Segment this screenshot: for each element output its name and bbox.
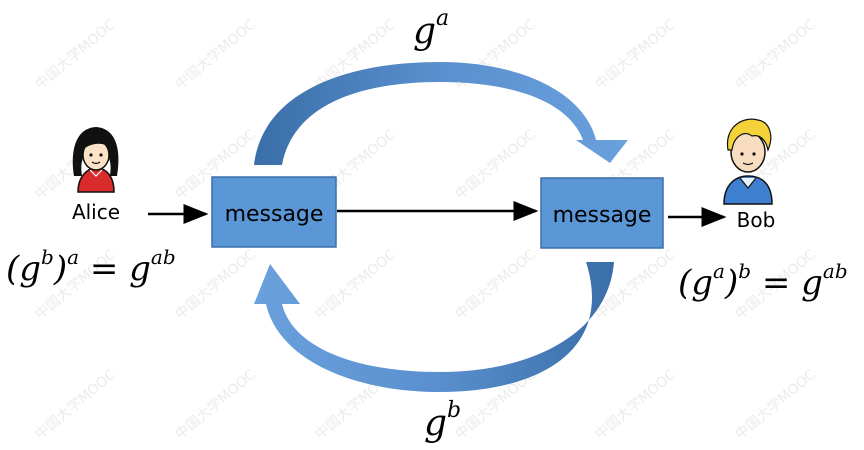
- left-message-label: message: [225, 202, 324, 227]
- watermark-text: 中国大学MOOC: [32, 366, 119, 443]
- bottom-exchange-label: gb: [424, 398, 461, 444]
- left-message-box: message: [211, 176, 337, 248]
- alice-equation: (gb)a = gab: [6, 245, 176, 289]
- watermark-text: 中国大学MOOC: [592, 366, 679, 443]
- watermark-text: 中国大学MOOC: [172, 366, 259, 443]
- right-message-box: message: [540, 177, 664, 249]
- right-message-label: message: [553, 203, 652, 228]
- male-user-icon: [723, 118, 773, 205]
- watermark-text: 中国大学MOOC: [592, 16, 679, 93]
- watermark-text: 中国大学MOOC: [452, 126, 539, 203]
- watermark-text: 中国大学MOOC: [732, 366, 819, 443]
- bottom-curved-arrow: [254, 262, 614, 392]
- female-user-icon: [72, 127, 119, 193]
- bob-equation: (ga)b = gab: [678, 259, 848, 303]
- top-curved-arrow: [254, 62, 628, 165]
- top-exchange-label: ga: [413, 6, 449, 52]
- watermark-text: 中国大学MOOC: [32, 16, 119, 93]
- watermark-text: 中国大学MOOC: [172, 16, 259, 93]
- watermark-text: 中国大学MOOC: [732, 16, 819, 93]
- alice-name: Alice: [72, 200, 120, 224]
- watermark-text: 中国大学MOOC: [172, 246, 259, 323]
- bob-name: Bob: [737, 208, 776, 232]
- watermark-text: 中国大学MOOC: [312, 246, 399, 323]
- watermark-text: 中国大学MOOC: [452, 246, 539, 323]
